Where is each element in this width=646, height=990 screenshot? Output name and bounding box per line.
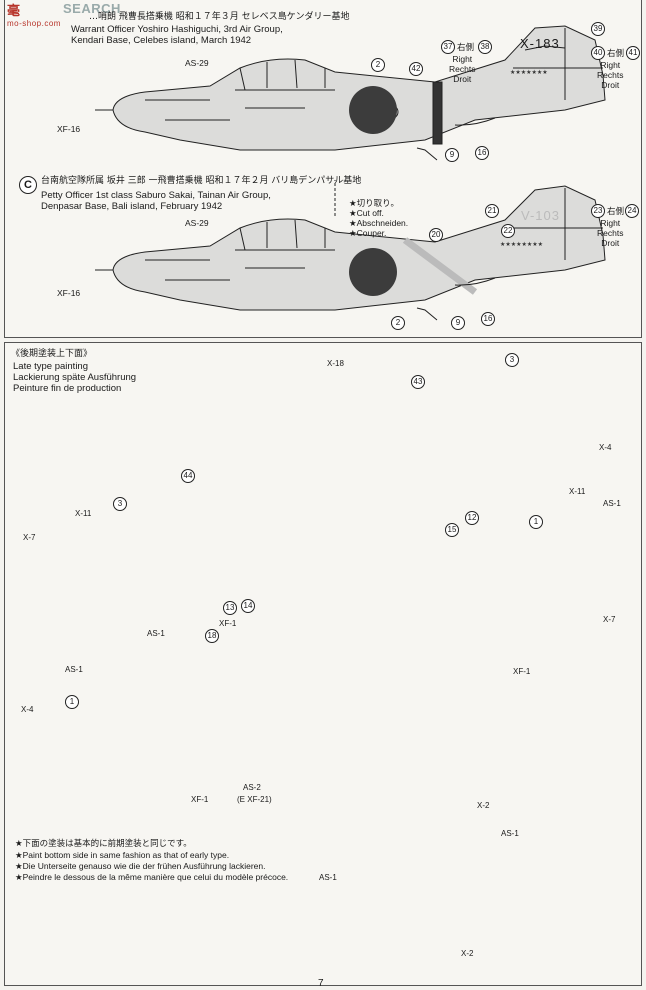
profile-c-letter: C: [19, 176, 37, 194]
profile-b-title-jp: …哨朗 飛曹長搭乗機 昭和１７年３月 セレベス島ケンダリー基地: [89, 12, 350, 22]
callout-22: 22: [501, 224, 515, 238]
callout-18: 18: [205, 629, 219, 643]
marking-xf21: (E XF-21): [237, 795, 272, 804]
callout-2-c: 2: [391, 316, 405, 330]
marking-as1-left: AS-1: [147, 629, 165, 638]
callout-13: 13: [223, 601, 237, 615]
profile-b-title-en1: Warrant Officer Yoshiro Hashiguchi, 3rd …: [71, 24, 283, 35]
marking-x7-left: X-7: [23, 533, 36, 542]
callout-16-b: 16: [475, 146, 489, 160]
callout-39: 39: [591, 22, 605, 36]
profile-b-title-en2: Kendari Base, Celebes island, March 1942: [71, 35, 252, 46]
callout-38: 38: [478, 40, 492, 54]
aircraft-profile-drawings: ★★★★★★★ ★★★★★★★★: [95, 25, 606, 321]
marking-as29-c: AS-29: [185, 218, 209, 228]
svg-text:★★★★★★★: ★★★★★★★: [510, 69, 548, 76]
callout-42: 42: [409, 62, 423, 76]
hinomaru-b: [349, 86, 397, 134]
marking-xf1-lower: XF-1: [191, 795, 209, 804]
marking-x11-left: X-11: [75, 509, 92, 518]
marking-x11-right: X-11: [569, 487, 586, 496]
cut-off-note: ★切り取り。★Cut off.★Abschneiden.★Couper.: [349, 198, 409, 238]
marking-as1-right: AS-1: [603, 499, 621, 508]
callout-37: 37: [441, 40, 455, 54]
page-number: 7: [318, 978, 324, 989]
marking-as1-tail-right: AS-1: [501, 829, 519, 838]
callout-41: 41: [626, 46, 640, 60]
profile-c-title-en1: Petty Officer 1st class Saburo Sakai, Ta…: [41, 190, 271, 201]
callout-40: 40: [591, 46, 605, 60]
callout-23: 23: [591, 204, 605, 218]
callout-43: 43: [411, 375, 425, 389]
marking-xf16-c: XF-16: [57, 288, 81, 298]
note-fr: ★Peindre le dessous de la même manière q…: [15, 872, 289, 882]
callout-3-upper-right: 3: [505, 353, 519, 367]
callout-14: 14: [241, 599, 255, 613]
callout-2-b: 2: [371, 58, 385, 72]
note-en: ★Paint bottom side in same fashion as th…: [15, 850, 230, 860]
tail-code-b: X-183: [520, 36, 560, 51]
marking-as2: AS-2: [243, 783, 261, 792]
callout-44: 44: [181, 469, 195, 483]
profile-panel: 毫 mo-shop.com SEARCH …哨朗 飛曹長搭乗機 昭和１７年３月 …: [4, 0, 642, 338]
late-title-fr: Peinture fin de production: [13, 383, 122, 394]
late-title-jp: 《後期塗装上下面》: [11, 349, 93, 359]
aircraft-b-profile: [95, 25, 606, 161]
callout-1-left: 1: [65, 695, 79, 709]
svg-text:★★★★★★★★: ★★★★★★★★: [500, 241, 543, 248]
note-de: ★Die Unterseite genauso wie die der früh…: [15, 861, 266, 871]
marking-x2-upper: X-2: [477, 801, 490, 810]
marking-xf16-b: XF-16: [57, 124, 81, 134]
late-title-en: Late type painting: [13, 361, 89, 372]
side-label-jp-b2: 右側: [607, 48, 625, 58]
marking-e: E: [239, 795, 246, 804]
callout-12: 12: [465, 511, 479, 525]
late-title-de: Lackierung späte Ausführung: [13, 372, 137, 383]
marking-as1-lower-left: AS-1: [65, 665, 83, 674]
profile-c-title-en2: Denpasar Base, Bali island, February 194…: [41, 201, 223, 212]
marking-xf1-upper: XF-1: [219, 619, 237, 628]
callout-21: 21: [485, 204, 499, 218]
callout-9-b: 9: [445, 148, 459, 162]
marking-as29-b: AS-29: [185, 58, 209, 68]
watermark-logo: 毫 mo-shop.com SEARCH: [7, 1, 121, 28]
marking-x4-right: X-4: [599, 443, 612, 452]
aircraft-c-profile: [95, 180, 606, 321]
callout-1-right: 1: [529, 515, 543, 529]
marking-x18: X-18: [327, 359, 344, 368]
marking-xf1-right: XF-1: [513, 667, 531, 676]
callout-3-left: 3: [113, 497, 127, 511]
side-label-jp-c: 右側: [607, 206, 625, 216]
marking-x2-lower: X-2: [461, 949, 474, 958]
side-label-jp-b: 右側: [457, 42, 475, 52]
callout-16-c: 16: [481, 312, 495, 326]
marking-x7-right: X-7: [603, 615, 616, 624]
marking-as1-tail-left: AS-1: [319, 873, 337, 882]
hinomaru-c: [349, 248, 397, 296]
late-type-panel: 《後期塗装上下面》 Late type painting Lackierung …: [4, 342, 642, 986]
marking-x4-left: X-4: [21, 705, 34, 714]
callout-24: 24: [625, 204, 639, 218]
callout-9-c: 9: [451, 316, 465, 330]
callout-15: 15: [445, 523, 459, 537]
callout-20: 20: [429, 228, 443, 242]
profile-c-title-jp: 台南航空隊所属 坂井 三郎 一飛曹搭乗機 昭和１７年２月 バリ島デンパサル基地: [41, 176, 362, 186]
note-jp: ★下面の塗装は基本的に前期塗装と同じです。: [15, 839, 192, 849]
tail-code-c: V-103: [521, 208, 560, 223]
